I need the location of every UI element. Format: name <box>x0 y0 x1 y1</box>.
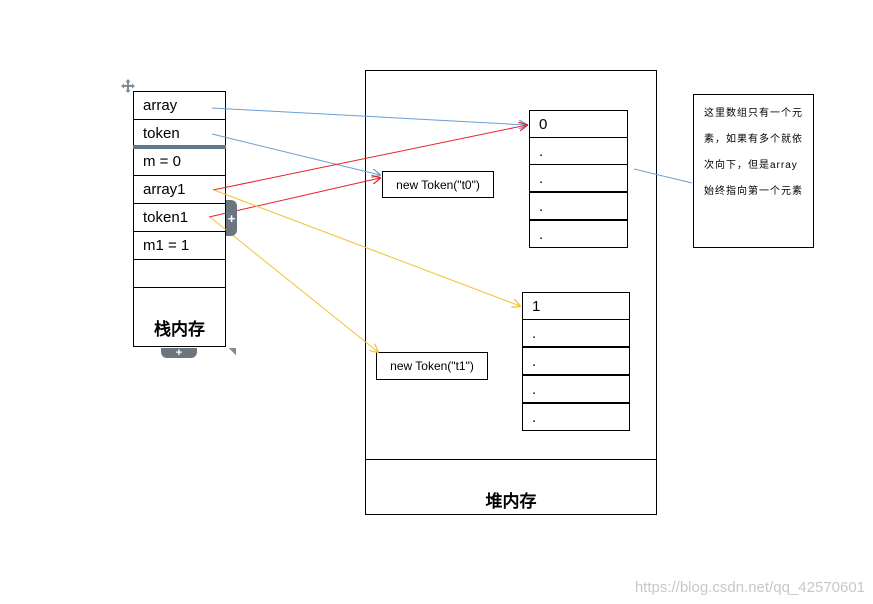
stack-cell-array1: array1 <box>133 175 226 204</box>
token-object-t0: new Token("t0") <box>382 171 494 198</box>
heap-label: 堆内存 <box>485 492 537 512</box>
array1-cell-1: . <box>522 319 630 347</box>
move-handle-icon[interactable] <box>120 78 136 94</box>
array0-cell-3: . <box>529 192 628 220</box>
stack-cell-empty <box>133 259 226 288</box>
array1-cell-2: . <box>522 347 630 375</box>
array0-cell-0: 0 <box>529 110 628 138</box>
array1-cell-0: 1 <box>522 292 630 320</box>
token-object-t1: new Token("t1") <box>376 352 488 380</box>
array0-cell-1: . <box>529 137 628 165</box>
stack-label-cell: 栈内存 <box>133 287 226 347</box>
array0-cell-4: . <box>529 220 628 248</box>
add-column-icon[interactable]: + <box>226 200 237 236</box>
stack-cell-m1: m1 = 1 <box>133 231 226 260</box>
stack-cell-array: array <box>133 91 226 120</box>
resize-handle-icon[interactable] <box>227 347 237 357</box>
row-selection-indicator <box>133 145 226 149</box>
arrow-token-to-t0 <box>211 133 380 175</box>
stack-label: 栈内存 <box>154 319 205 340</box>
array1-cell-3: . <box>522 375 630 403</box>
stack-cell-token: token <box>133 119 226 148</box>
stack-cell-m: m = 0 <box>133 147 226 176</box>
array0-cell-2: . <box>529 164 628 192</box>
add-row-icon[interactable]: + <box>161 348 197 359</box>
note-box: 这里数组只有一个元素，如果有多个就依次向下，但是array始终指向第一个元素 <box>693 94 814 248</box>
stack-cell-token1: token1 <box>133 203 226 232</box>
arrow-token1-to-t1 <box>209 216 378 352</box>
watermark: https://blog.csdn.net/qq_42570601 <box>634 579 865 596</box>
heap-label-box <box>365 459 657 515</box>
array1-cell-4: . <box>522 403 630 431</box>
